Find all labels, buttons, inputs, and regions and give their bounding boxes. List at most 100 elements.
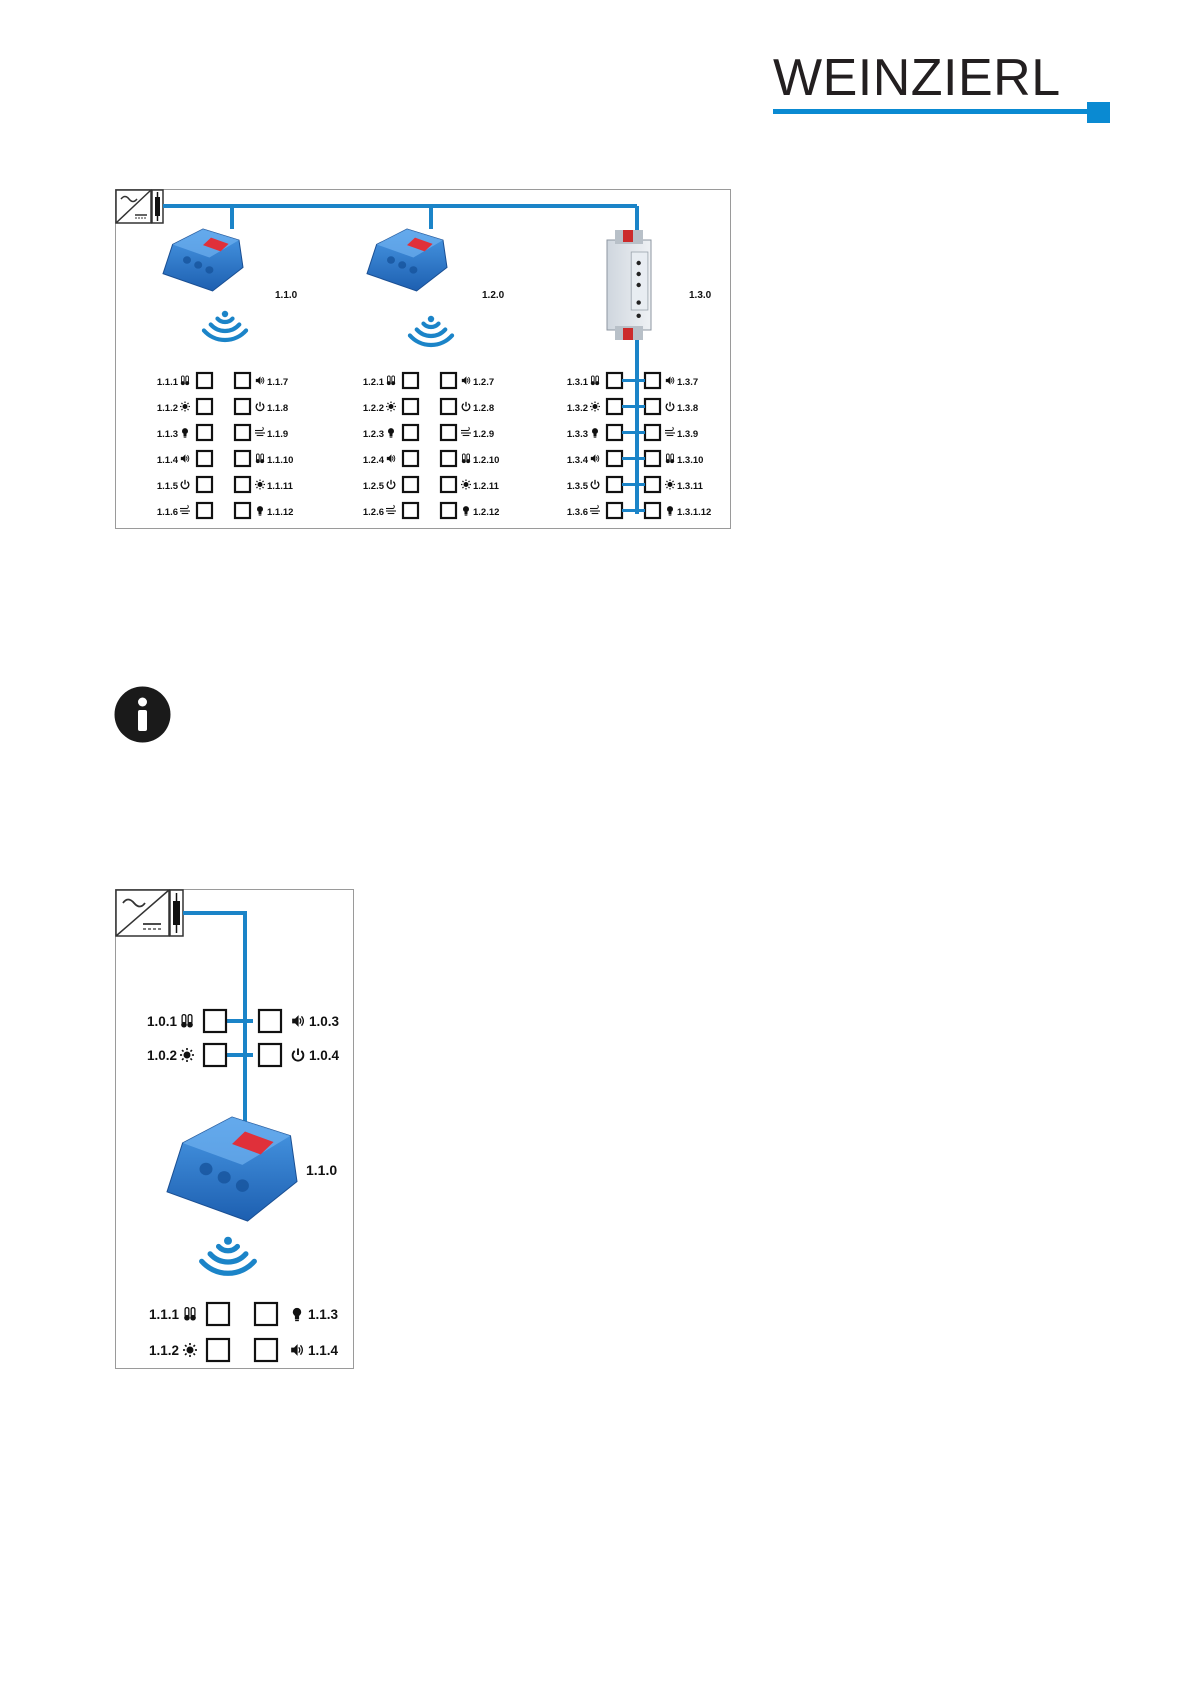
address-label: 1.3.1 — [567, 377, 589, 388]
speaker-icon — [461, 376, 471, 385]
wireless-module-image — [366, 228, 448, 292]
device-box — [439, 397, 458, 416]
power-supply-icon — [115, 189, 164, 224]
sun-icon — [180, 401, 190, 412]
address-label: 1.3.7 — [677, 377, 698, 388]
sun-icon — [180, 1048, 194, 1062]
address-label: 1.0.4 — [309, 1048, 340, 1063]
power-icon — [665, 401, 675, 412]
address-label: 1.2.8 — [473, 403, 494, 414]
device-box — [195, 423, 214, 442]
address-label: 1.2.12 — [473, 507, 499, 518]
device-group-1: 1.1.11.1.21.1.31.1.41.1.51.1.61.1.71.1.8… — [157, 371, 294, 520]
device-box — [439, 371, 458, 390]
device-box — [233, 371, 252, 390]
power-icon — [590, 479, 600, 490]
sun-icon — [255, 479, 265, 490]
speaker-icon — [291, 1344, 304, 1356]
device-box — [257, 1008, 283, 1034]
wireless-signal-icon — [201, 310, 249, 343]
power-icon — [386, 479, 396, 490]
wireless-module-image — [162, 228, 244, 292]
address-label: 1.1.5 — [157, 481, 179, 492]
device-box — [643, 475, 662, 494]
logo-underline — [773, 109, 1093, 114]
address-label: 1.1.4 — [157, 455, 179, 466]
thermo-icon — [184, 1306, 196, 1321]
address-label: 1.2.4 — [363, 455, 385, 466]
device-group-2: 1.2.11.2.21.2.31.2.41.2.51.2.61.2.71.2.8… — [363, 371, 500, 520]
address-label: 1.2.9 — [473, 429, 494, 440]
address-label: 1.3.4 — [567, 455, 589, 466]
sun-icon — [386, 401, 396, 412]
bulb-icon — [388, 428, 394, 438]
thermo-icon — [665, 453, 675, 464]
sun-icon — [665, 479, 675, 490]
device-box — [439, 449, 458, 468]
device-box — [401, 371, 420, 390]
device-box — [643, 449, 662, 468]
device-group-3: 1.3.11.3.21.3.31.3.41.3.51.3.61.3.71.3.8… — [567, 371, 711, 520]
address-label: 1.1.10 — [267, 455, 293, 466]
address-label: 1.1.8 — [267, 403, 288, 414]
address-label: 1.1.2 — [157, 403, 178, 414]
din-rail-module-image — [606, 230, 652, 340]
bulb-icon — [182, 428, 188, 438]
device-box — [439, 501, 458, 520]
address-label: 1.0.2 — [147, 1048, 177, 1063]
thermo-icon — [461, 453, 471, 464]
speaker-icon — [665, 376, 675, 385]
device-box — [605, 475, 624, 494]
device-box — [205, 1301, 231, 1327]
brand-logo: WEINZIERL — [773, 49, 1061, 107]
device-box — [401, 449, 420, 468]
wind-icon — [461, 426, 471, 437]
address-label: 1.3.1.12 — [677, 507, 711, 518]
address-label: 1.1.3 — [308, 1307, 339, 1322]
device-box — [253, 1301, 279, 1327]
sun-icon — [590, 401, 600, 412]
address-label: 1.1.0 — [306, 1162, 337, 1178]
address-label: 1.3.11 — [677, 481, 704, 492]
address-label: 1.3.10 — [677, 455, 703, 466]
network-diagram-bottom: 1.0.11.0.21.0.31.0.41.1.01.1.11.1.21.1.3… — [115, 889, 354, 1369]
address-label: 1.0.1 — [147, 1014, 178, 1029]
address-label: 1.1.3 — [157, 429, 178, 440]
device-box — [401, 397, 420, 416]
sun-icon — [183, 1343, 197, 1357]
wind-icon — [590, 504, 600, 515]
device-box — [401, 475, 420, 494]
address-label: 1.1.9 — [267, 429, 288, 440]
address-label: 1.1.12 — [267, 507, 293, 518]
wireless-signal-icon — [199, 1236, 257, 1276]
device-box — [605, 397, 624, 416]
device-box — [605, 371, 624, 390]
address-label: 1.1.7 — [267, 377, 288, 388]
bulb-icon — [592, 428, 598, 438]
address-label: 1.2.5 — [363, 481, 385, 492]
bulb-icon — [292, 1307, 302, 1322]
speaker-icon — [180, 454, 190, 463]
address-label: 1.3.3 — [567, 429, 588, 440]
device-box — [233, 397, 252, 416]
thermo-icon — [590, 375, 600, 386]
address-label: 1.2.6 — [363, 507, 384, 518]
thermo-icon — [255, 453, 265, 464]
wind-icon — [180, 504, 190, 515]
address-label: 1.1.11 — [267, 481, 294, 492]
device-box — [439, 423, 458, 442]
device-box — [643, 371, 662, 390]
device-box — [205, 1337, 231, 1363]
device-box — [233, 449, 252, 468]
power-icon — [180, 479, 190, 490]
address-label: 1.0.3 — [309, 1014, 340, 1029]
address-label: 1.3.6 — [567, 507, 588, 518]
device-box — [643, 397, 662, 416]
device-box — [202, 1008, 228, 1034]
address-label: 1.3.2 — [567, 403, 588, 414]
address-label: 1.1.4 — [308, 1343, 339, 1358]
bus-line — [183, 911, 247, 1131]
device-box — [605, 449, 624, 468]
device-box — [643, 423, 662, 442]
info-icon — [114, 686, 171, 743]
